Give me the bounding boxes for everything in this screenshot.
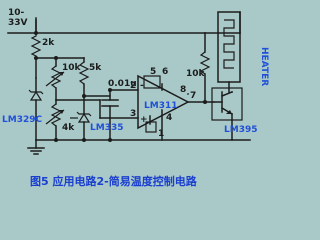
schematic-drawing: 10- 33V 2k 10k 5k 4k 0.01u LM329C LM335 … xyxy=(2,8,269,188)
pot-10k xyxy=(50,65,62,89)
comparator-balance-box xyxy=(143,75,161,89)
pot-4k xyxy=(50,103,62,127)
label-lm335: LM335 xyxy=(90,123,123,133)
label-4k: 4k xyxy=(62,123,75,133)
minus-sign: - xyxy=(140,81,144,91)
pin-label-1: 1 xyxy=(158,129,164,139)
supply-label-2: 33V xyxy=(8,18,28,28)
label-lm311: LM311 xyxy=(144,101,177,111)
pot-4k-arrow-head xyxy=(59,110,64,114)
transistor-collector xyxy=(221,91,233,97)
pin-label-3: 3 xyxy=(130,109,136,119)
label-heater: HEATER xyxy=(259,47,269,86)
pin-label-2: 2 xyxy=(130,81,136,91)
pin-label-8: 8 xyxy=(180,85,186,95)
ref-node-dot xyxy=(34,56,38,60)
comparator-lm311 xyxy=(137,74,190,130)
label-10k-left: 10k xyxy=(62,63,82,73)
emitter-arrow xyxy=(226,110,232,114)
sensor-bar xyxy=(76,111,92,117)
pot-arrow-head xyxy=(59,72,64,76)
transistor-outline xyxy=(211,87,243,121)
pin-label-5: 5 xyxy=(150,67,156,77)
label-2k: 2k xyxy=(42,38,55,48)
resistor-5k xyxy=(78,61,90,85)
gnd-dot-2 xyxy=(82,138,86,142)
output-node xyxy=(203,100,207,104)
resistor-pullup-10k xyxy=(199,51,211,75)
zener-bar xyxy=(28,89,44,95)
pin-label-4: 4 xyxy=(166,113,172,123)
supply-label-1: 10- xyxy=(8,8,25,18)
label-lm395: LM395 xyxy=(224,125,257,135)
sensor-lm335 xyxy=(77,112,91,123)
label-lm329c: LM329C xyxy=(2,115,42,125)
label-cap: 0.01u xyxy=(108,79,137,89)
pin-label-6: 6 xyxy=(162,67,168,77)
pin1-box xyxy=(145,121,157,133)
label-pullup-10k: 10k xyxy=(186,69,206,79)
heater-body xyxy=(217,11,241,83)
heater-coil xyxy=(223,19,235,69)
label-5k: 5k xyxy=(89,63,102,73)
gnd-dot-1 xyxy=(54,138,58,142)
circuit-figure: 10- 33V 2k 10k 5k 4k 0.01u LM329C LM335 … xyxy=(2,8,269,188)
figure-caption: 图5 应用电路2-简易温度控制电路 xyxy=(30,174,198,188)
plus-sign: + xyxy=(140,115,148,125)
zener-lm329c xyxy=(29,90,43,101)
minus-node xyxy=(108,88,112,92)
resistor-2k xyxy=(30,33,42,58)
pin-label-7: 7 xyxy=(190,91,196,101)
